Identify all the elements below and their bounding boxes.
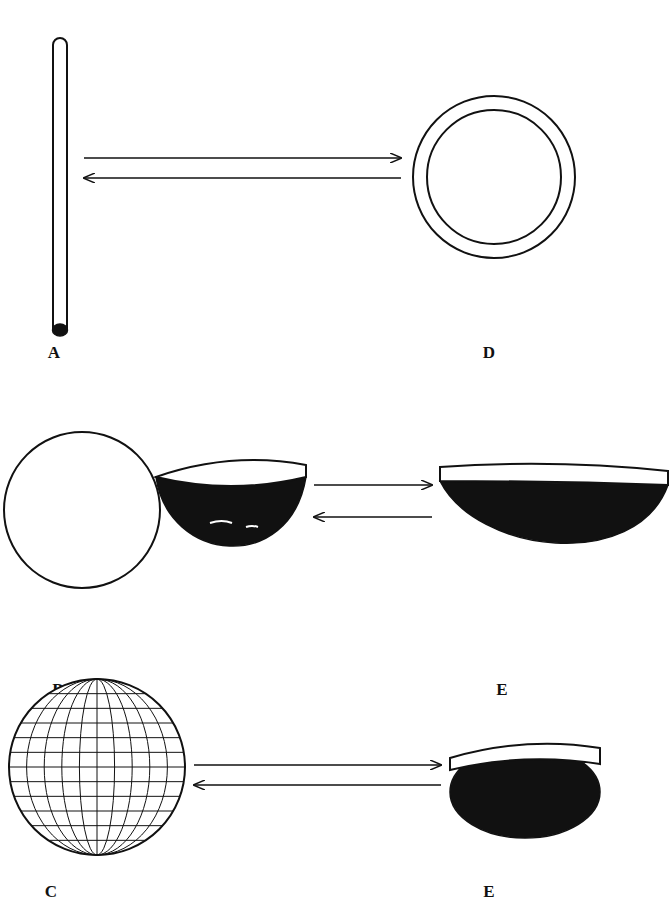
- figure-node: A: [40, 30, 80, 365]
- reaction-arrow: [84, 157, 401, 159]
- reaction-arrow: [194, 784, 441, 786]
- globe-figure: [5, 675, 190, 903]
- figure-letter: C: [43, 883, 59, 900]
- figure-letter: E: [494, 681, 509, 698]
- reaction-arrow: [314, 484, 432, 486]
- ring-figure: [405, 88, 585, 363]
- lens-figure: [436, 455, 672, 700]
- sphereBowl-figure: [0, 415, 310, 700]
- figure-letter: E: [481, 883, 496, 900]
- reaction-arrow: [314, 516, 432, 518]
- figure-letter: A: [46, 344, 62, 361]
- reaction-arrow: [194, 764, 441, 766]
- reaction-arrow: [84, 177, 401, 179]
- figure-node: E: [445, 730, 610, 903]
- figure-node: C: [5, 675, 190, 903]
- figure-node: E: [436, 455, 672, 700]
- figure-node: B: [0, 415, 310, 700]
- figure-letter: D: [481, 344, 497, 361]
- rod-figure: [40, 30, 80, 365]
- figure-node: D: [405, 88, 585, 363]
- disc-figure: [445, 730, 610, 903]
